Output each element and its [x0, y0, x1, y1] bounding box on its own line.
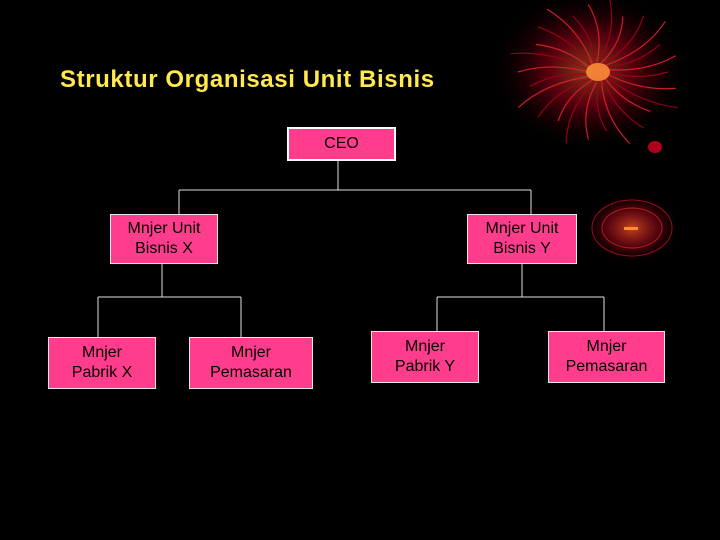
node-pabrik-y-line-2: Pabrik Y	[394, 358, 456, 375]
node-pabrik-y-line-1: Mnjer	[404, 338, 445, 355]
burst-petal	[557, 79, 593, 122]
node-unit-x-line-2: Bisnis X	[135, 240, 193, 257]
node-ceo-line-1: CEO	[324, 135, 359, 152]
node-pemasaran-y-line-1: Mnjer	[586, 338, 627, 355]
burst-petal	[537, 78, 591, 118]
burst-petal	[537, 26, 592, 66]
node-pemasaran-x-line-1: Mnjer	[230, 344, 271, 361]
node-pemasaran-y: Mnjer Pemasaran	[548, 331, 665, 383]
node-pabrik-x-line-2: Pabrik X	[71, 364, 133, 381]
burst-petal	[603, 15, 645, 65]
burst-petal	[606, 43, 661, 68]
burst-petal	[510, 52, 589, 71]
node-unit-x-line-1: Mnjer Unit	[127, 220, 201, 237]
burst-petal	[607, 73, 676, 90]
burst-petal	[535, 43, 590, 68]
burst-petal	[546, 8, 593, 64]
burst-petal	[601, 16, 624, 64]
burst-petal	[600, 81, 631, 144]
node-pemasaran-x: Mnjer Pemasaran	[189, 337, 313, 389]
burst-petal	[605, 20, 666, 66]
node-ceo: CEO	[287, 127, 396, 161]
burst-petal	[517, 76, 590, 108]
node-pemasaran-x-line-2: Pemasaran	[210, 364, 292, 381]
burst-petal	[607, 55, 676, 71]
node-unit-y-line-1: Mnjer Unit	[485, 220, 559, 237]
burst-petal	[604, 78, 651, 113]
burst-petal	[565, 80, 595, 144]
burst-petal	[596, 81, 607, 132]
burst-petal	[603, 80, 644, 129]
burst-petal	[598, 0, 613, 63]
burst-petal	[585, 81, 598, 140]
slide-title: Struktur Organisasi Unit Bisnis	[60, 66, 435, 93]
node-unit-y-line-2: Bisnis Y	[493, 240, 551, 257]
node-pabrik-x-line-1: Mnjer	[81, 344, 122, 361]
node-unit-bisnis-x: Mnjer Unit Bisnis X	[110, 214, 218, 264]
node-unit-bisnis-y: Mnjer Unit Bisnis Y	[467, 214, 577, 264]
burst-petal	[607, 71, 669, 78]
burst-petal	[587, 4, 600, 63]
burst-petal	[529, 73, 589, 87]
burst-petal	[606, 76, 678, 109]
burst-core	[586, 63, 610, 81]
burst-petal	[517, 66, 589, 73]
burst-petal	[572, 15, 596, 63]
node-pabrik-y: Mnjer Pabrik Y	[371, 331, 479, 383]
node-pemasaran-y-line-2: Pemasaran	[565, 358, 648, 375]
node-pabrik-x: Mnjer Pabrik X	[48, 337, 156, 389]
